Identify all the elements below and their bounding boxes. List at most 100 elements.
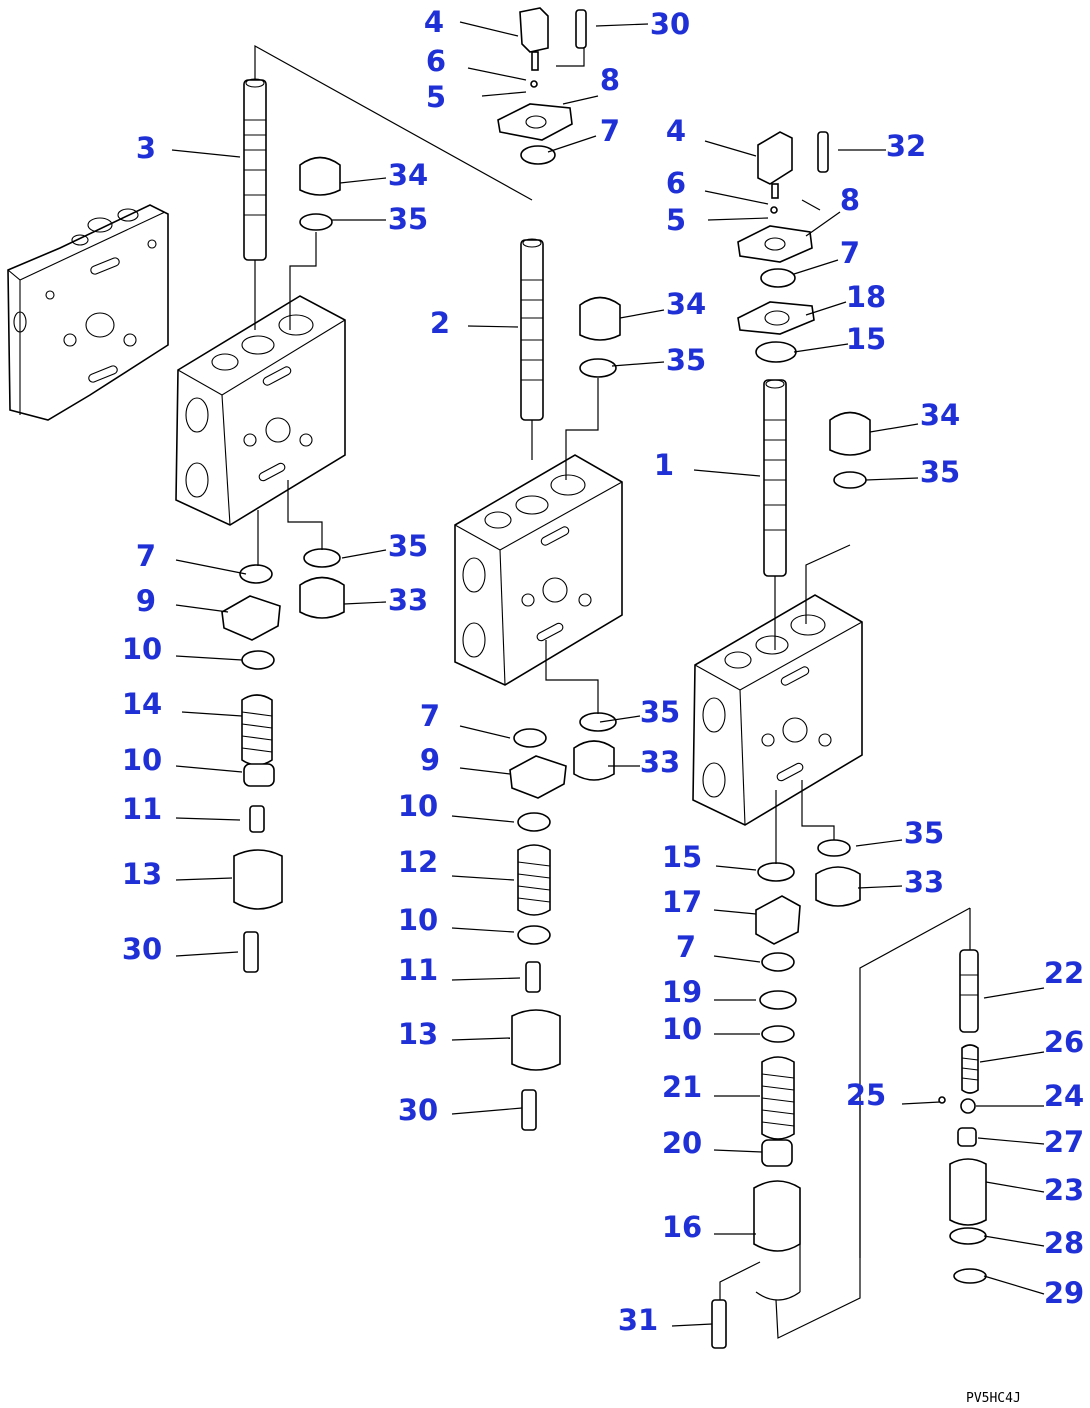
leader-line-l-33a xyxy=(343,601,387,605)
part-label-l-24: 24 xyxy=(1044,1079,1084,1113)
part-label-l-10e: 10 xyxy=(662,1012,702,1046)
part-label-l-7b: 7 xyxy=(840,236,860,270)
part-label-l-7e: 7 xyxy=(676,930,696,964)
leader-line-l-7a xyxy=(547,135,597,153)
part-label-l-35c: 35 xyxy=(920,455,960,489)
leader-line-l-3 xyxy=(171,149,241,158)
leader-line-l-15b xyxy=(715,865,757,871)
part-label-l-28: 28 xyxy=(1044,1226,1084,1260)
part-label-l-25: 25 xyxy=(846,1078,886,1112)
part-label-l-10d: 10 xyxy=(398,903,438,937)
part-label-l-12: 12 xyxy=(398,845,438,879)
part-label-l-26: 26 xyxy=(1044,1025,1084,1059)
part-label-l-35a: 35 xyxy=(388,202,428,236)
leader-line-l-5b xyxy=(707,217,769,221)
leader-line-l-10a xyxy=(175,655,243,661)
leader-line-l-25 xyxy=(901,1101,941,1105)
leader-line-l-7d xyxy=(459,725,511,739)
leader-line-l-9a xyxy=(175,604,229,613)
leader-line-l-11a xyxy=(175,817,241,821)
part-stack-far-right xyxy=(938,949,987,1284)
part-label-l-9b: 9 xyxy=(420,743,440,777)
plugs-and-orings xyxy=(299,156,871,907)
part-group-top-center xyxy=(497,7,587,165)
left-front-valve-body xyxy=(175,295,346,526)
leader-line-l-28 xyxy=(983,1235,1045,1247)
leader-line-l-1 xyxy=(693,469,761,477)
center-valve-body xyxy=(454,454,623,686)
part-label-l-1: 1 xyxy=(654,448,674,482)
leader-line-l-29 xyxy=(983,1275,1045,1295)
part-label-l-29: 29 xyxy=(1044,1276,1084,1310)
leader-line-l-8b xyxy=(805,211,841,237)
leader-line-l-23 xyxy=(985,1181,1045,1193)
leader-line-l-2 xyxy=(467,325,519,328)
assembly-lines xyxy=(254,44,971,1339)
part-label-l-6a: 6 xyxy=(426,44,446,78)
leader-line-l-4b xyxy=(704,140,757,157)
part-label-l-10c: 10 xyxy=(398,789,438,823)
leader-line-l-35c xyxy=(865,477,919,481)
leader-line-l-13b xyxy=(451,1037,511,1041)
part-label-l-35f: 35 xyxy=(904,816,944,850)
part-label-l-16: 16 xyxy=(662,1210,702,1244)
part-label-l-27: 27 xyxy=(1044,1125,1084,1159)
part-group-top-right xyxy=(737,131,829,363)
leader-line-l-35e xyxy=(599,715,641,723)
part-label-l-34c: 34 xyxy=(920,398,960,432)
leader-line-l-27 xyxy=(977,1137,1045,1145)
leader-line-l-14 xyxy=(181,711,243,717)
leader-line-l-30b xyxy=(175,951,239,957)
leader-line-l-26 xyxy=(979,1051,1045,1063)
leader-line-l-34c xyxy=(869,423,919,433)
spool-3 xyxy=(243,78,267,261)
leader-line-l-4a xyxy=(459,21,519,37)
part-label-l-13a: 13 xyxy=(122,857,162,891)
part-label-l-10b: 10 xyxy=(122,743,162,777)
part-label-l-17: 17 xyxy=(662,885,702,919)
leader-line-l-10d xyxy=(451,927,515,933)
part-label-l-13b: 13 xyxy=(398,1017,438,1051)
part-label-l-7c: 7 xyxy=(136,539,156,573)
part-label-l-31: 31 xyxy=(618,1303,658,1337)
leader-line-l-31 xyxy=(671,1323,713,1327)
part-label-l-34b: 34 xyxy=(666,287,706,321)
leader-line-l-13a xyxy=(175,877,233,881)
leader-line-l-7e xyxy=(713,955,761,963)
part-label-l-7a: 7 xyxy=(600,114,620,148)
leader-line-l-30a xyxy=(595,23,649,27)
part-label-l-20: 20 xyxy=(662,1126,702,1160)
part-label-l-35b: 35 xyxy=(666,343,706,377)
leader-line-l-17 xyxy=(713,909,757,915)
leader-line-l-11b xyxy=(451,977,521,981)
part-label-l-15a: 15 xyxy=(846,322,886,356)
part-label-l-15b: 15 xyxy=(662,840,702,874)
part-label-l-35e: 35 xyxy=(640,695,680,729)
leader-line-l-5a xyxy=(481,91,527,97)
part-label-l-32: 32 xyxy=(886,129,926,163)
part-label-l-23: 23 xyxy=(1044,1173,1084,1207)
part-label-l-30c: 30 xyxy=(398,1093,438,1127)
leader-line-l-9b xyxy=(459,767,511,775)
leader-line-l-12 xyxy=(451,875,515,881)
part-label-l-35d: 35 xyxy=(388,529,428,563)
part-label-l-4b: 4 xyxy=(666,114,686,148)
part-stack-center xyxy=(509,728,567,1131)
part-label-l-5a: 5 xyxy=(426,80,446,114)
part-label-l-3: 3 xyxy=(136,131,156,165)
part-label-l-8a: 8 xyxy=(600,63,620,97)
leader-line-l-6a xyxy=(467,67,527,81)
spool-2 xyxy=(520,238,544,421)
part-label-l-6b: 6 xyxy=(666,166,686,200)
part-label-l-5b: 5 xyxy=(666,203,686,237)
part-label-l-9a: 9 xyxy=(136,584,156,618)
leader-line-l-34a xyxy=(339,177,387,184)
leader-line-l-8a xyxy=(562,95,599,105)
part-label-l-30a: 30 xyxy=(650,7,690,41)
part-label-l-30b: 30 xyxy=(122,932,162,966)
part-label-l-33a: 33 xyxy=(388,583,428,617)
part-label-l-33b: 33 xyxy=(640,745,680,779)
part-label-l-14: 14 xyxy=(122,687,162,721)
